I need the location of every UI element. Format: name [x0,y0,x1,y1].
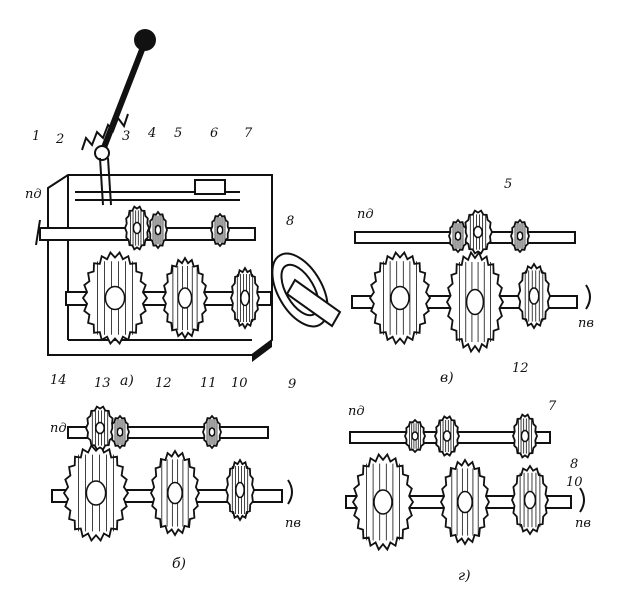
caption-v: в) [440,370,454,386]
gear-12 [161,256,209,340]
shift-lever [100,40,148,152]
gear-g-a [404,418,426,454]
part-label-4: 4 [147,126,156,141]
output-speed-b: nв [285,516,301,531]
bevel-shaft [285,278,342,328]
label-g-10: 10 [566,475,583,490]
rotation-arrow-b [287,479,293,505]
gear-g-10 [511,464,549,536]
gear-v-12 [445,250,505,354]
label-g-8: 8 [570,457,578,472]
part-label-3: 3 [122,129,130,144]
input-speed-g: nд [348,404,365,419]
gear-g-large [351,452,415,552]
label-v-12: 12 [512,361,529,376]
gear-v-large [368,250,432,346]
panel-g: nд nв г) 7 8 10 [345,399,591,584]
label-g-7: 7 [548,399,557,414]
gear-b-small [225,458,255,522]
part-label-5: 5 [174,126,182,141]
input-speed-b: nд [50,421,67,436]
gear-b-input2 [110,414,130,450]
gear-v-5 [463,209,493,255]
part-label-14: 14 [50,373,67,388]
caption-b: б) [172,556,186,572]
gear-10 [230,266,260,330]
gear-v-small [517,262,551,330]
gear-g-7 [512,413,538,459]
label-v-5: 5 [504,177,512,192]
part-label-7: 7 [244,126,253,141]
gear-4 [124,205,150,251]
spring [81,113,129,151]
part-label-11: 11 [200,376,217,391]
gear-b-large [62,443,130,543]
output-speed-g: nв [575,516,591,531]
caption-g: г) [458,568,471,584]
panel-b: nд nв б) [50,405,301,572]
caption-a: а) [120,373,134,389]
part-label-10: 10 [231,376,248,391]
shifter-fork-block [194,179,226,195]
output-speed-v: nв [578,316,594,331]
panel-v: nд nв в) 5 12 [351,177,594,386]
rotation-arrow-v [585,284,591,310]
input-speed-v: nд [357,207,374,222]
gear-b-input [85,405,115,451]
rotation-arrow-g [579,487,585,513]
part-label-8: 8 [286,214,294,229]
part-label-6: 6 [210,126,218,141]
input-shaft-b [67,426,269,439]
gear-g-mid [439,458,491,546]
lever-knob [134,29,156,51]
lever-pivot [94,145,110,161]
gear-v-a [448,218,468,254]
part-label-9: 9 [288,377,296,392]
housing-edge [252,340,272,362]
gear-b-mid [149,449,201,537]
part-label-13: 13 [94,376,111,391]
gear-b-input3 [202,414,222,450]
gear-g-b [434,415,460,457]
gearbox-housing [47,174,273,356]
gear-v-b [510,218,530,254]
gear-13 [81,250,149,346]
part-label-1: 1 [32,129,40,144]
input-speed-a: nд [25,187,42,202]
part-label-2: 2 [55,132,64,147]
gear-7 [210,212,230,248]
part-label-12: 12 [155,376,172,391]
gear-5 [148,210,168,250]
